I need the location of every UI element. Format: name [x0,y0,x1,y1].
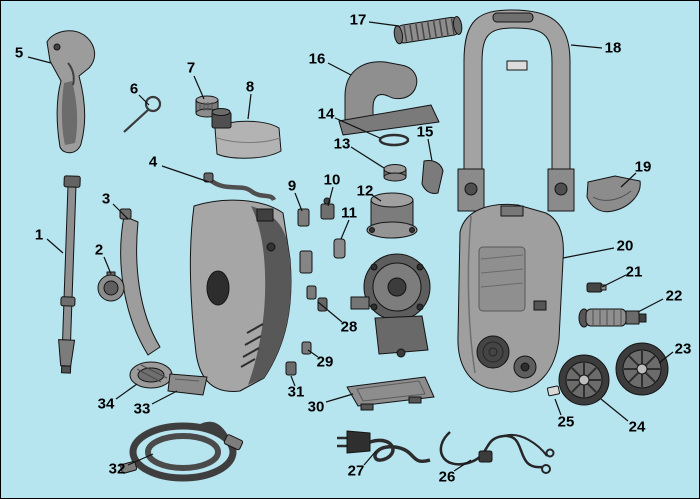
part-capacitor [333,238,346,259]
leader-lines [27,21,674,472]
part-base-plate [346,376,435,411]
part-label-13: 13 [333,135,351,153]
part-wheel-left [558,354,610,406]
part-detergent-hose [203,172,277,202]
part-cap-knob [97,271,125,302]
part-wheel-right [615,342,669,396]
part-spray-lance [58,175,81,374]
part-label-19: 19 [634,158,652,176]
part-cover-plate [129,361,173,389]
part-retaining-clip [546,385,561,397]
part-inlet-connector [586,282,607,293]
part-switch-bracket [297,208,313,274]
part-label-20: 20 [616,237,634,255]
part-side-trim-panel [119,208,161,356]
part-label-25: 25 [557,413,575,431]
part-label-23: 23 [674,340,692,358]
part-wiring-harness [439,431,555,474]
parts-artwork [46,9,669,482]
part-label-17: 17 [349,11,367,29]
part-label-10: 10 [323,171,341,189]
part-trigger-gun [46,30,96,154]
part-label-7: 7 [186,59,196,77]
part-support-bracket [421,160,444,194]
part-label-21: 21 [625,263,643,281]
part-label-29: 29 [316,353,334,371]
part-retaining-pin [123,95,162,133]
part-label-6: 6 [129,80,139,98]
part-mounting-bracket [320,197,335,220]
part-foot-piece [167,373,208,396]
part-motor-assembly [350,253,431,358]
part-label-27: 27 [347,462,365,480]
part-seal-ring [378,133,410,147]
part-label-4: 4 [148,153,158,171]
part-power-cord [337,430,431,464]
part-label-22: 22 [665,287,683,305]
part-label-34: 34 [97,395,115,413]
part-corrugated-hose [393,16,463,45]
part-label-3: 3 [101,190,111,208]
part-high-pressure-hose [120,421,244,482]
part-label-15: 15 [416,123,434,141]
part-outlet-fitting [578,308,647,328]
part-small-clip [301,341,312,355]
part-label-12: 12 [356,182,374,200]
part-label-31: 31 [287,383,305,401]
part-label-8: 8 [245,78,255,96]
part-label-2: 2 [94,241,104,259]
part-detergent-tank [211,108,282,159]
part-label-26: 26 [438,468,456,486]
part-label-14: 14 [317,105,335,123]
part-label-1: 1 [34,226,44,244]
part-front-housing [189,199,292,392]
part-label-28: 28 [340,318,358,336]
part-rear-housing [457,203,564,393]
part-small-cap [383,164,407,182]
part-label-11: 11 [341,204,357,222]
part-label-33: 33 [133,400,151,418]
part-pump-head [366,192,418,239]
part-carry-handle [457,9,575,212]
part-label-18: 18 [604,39,622,57]
part-fastener [285,361,297,376]
part-hose-hook [338,61,440,136]
part-handle-bracket [586,175,641,213]
part-label-16: 16 [308,50,326,68]
part-label-32: 32 [108,460,126,478]
part-label-9: 9 [287,177,297,195]
part-label-24: 24 [628,418,646,436]
part-label-30: 30 [307,398,325,416]
part-label-5: 5 [14,44,24,62]
